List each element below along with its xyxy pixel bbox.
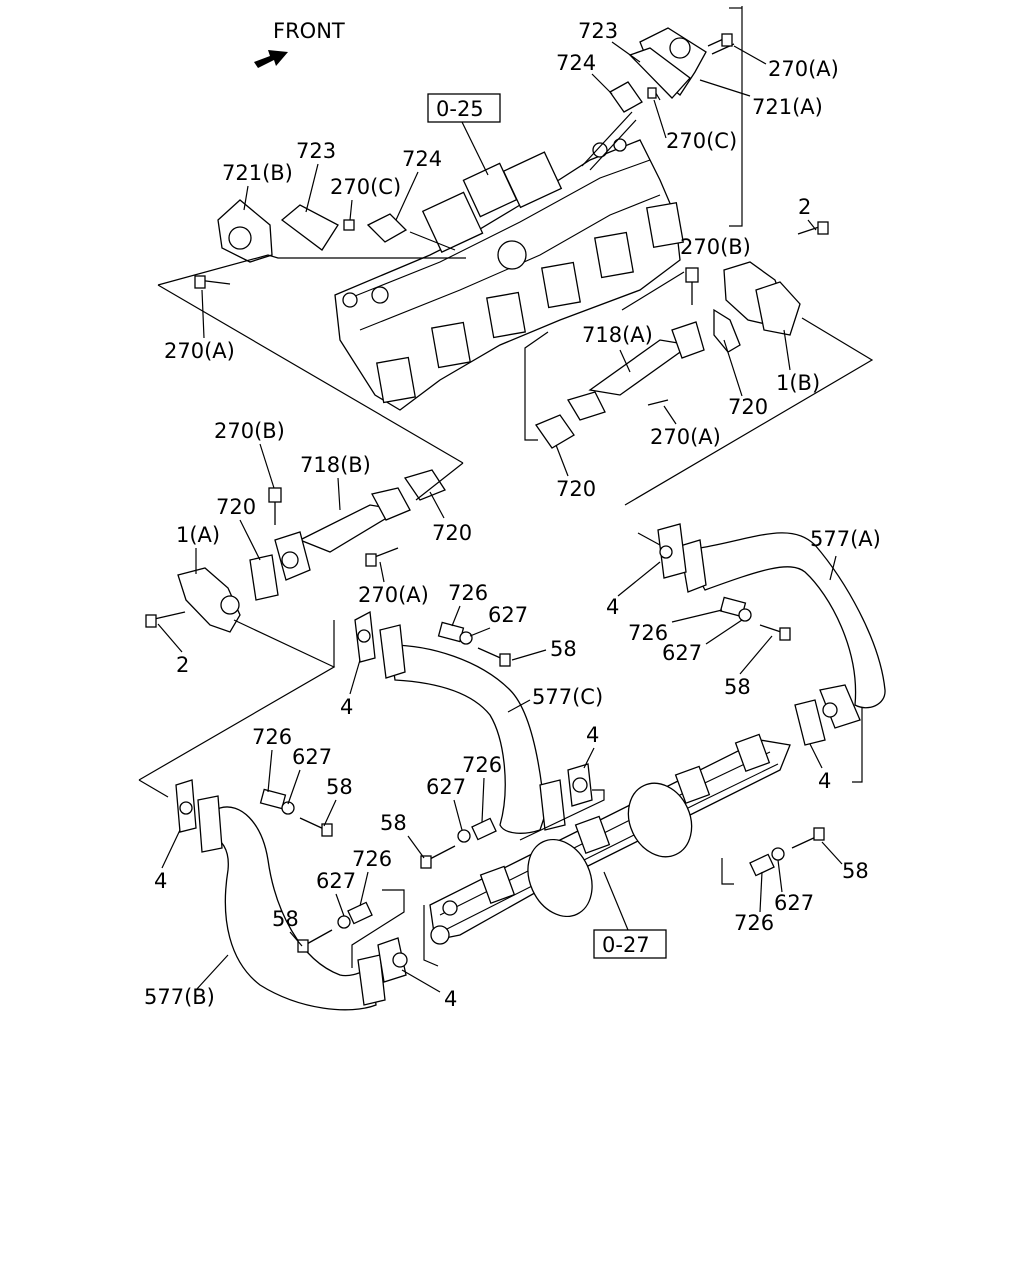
ref-box-manifold bbox=[427, 93, 501, 123]
label-577B: 577(B) bbox=[144, 985, 215, 1009]
label-577C: 577(C) bbox=[532, 685, 603, 709]
pipe-577A bbox=[637, 523, 886, 783]
pipe-577C bbox=[333, 610, 605, 841]
label-58-center: 58 bbox=[380, 811, 407, 835]
label-627-left: 627 bbox=[292, 745, 332, 769]
egr-cooler-a bbox=[524, 221, 874, 506]
label-723-left: 723 bbox=[296, 139, 336, 163]
label-627-center-top: 627 bbox=[488, 603, 528, 627]
label-627-lower: 627 bbox=[316, 869, 356, 893]
label-726-center-top: 726 bbox=[448, 581, 488, 605]
pipe-577B bbox=[138, 779, 408, 1011]
egr-cooler-b bbox=[138, 462, 464, 781]
label-270A-mid: 270(A) bbox=[358, 583, 429, 607]
label-720-lower: 720 bbox=[556, 477, 596, 501]
label-4-left: 4 bbox=[154, 869, 167, 893]
label-58-lower: 58 bbox=[272, 907, 299, 931]
label-270B-left: 270(B) bbox=[214, 419, 285, 443]
ref-manifold: 0-25 bbox=[436, 97, 484, 121]
ref-box-exhaust bbox=[593, 929, 667, 959]
label-721A: 721(A) bbox=[752, 95, 823, 119]
label-720-right: 720 bbox=[728, 395, 768, 419]
label-577A: 577(A) bbox=[810, 527, 881, 551]
label-1B: 1(B) bbox=[776, 371, 820, 395]
front-label: FRONT bbox=[273, 19, 345, 43]
label-726-lower: 726 bbox=[352, 847, 392, 871]
label-4-lower: 4 bbox=[444, 987, 457, 1011]
egr-cover-b bbox=[157, 199, 466, 464]
label-270A-right: 270(A) bbox=[650, 425, 721, 449]
label-724-top: 724 bbox=[556, 51, 596, 75]
label-720-left: 720 bbox=[216, 495, 256, 519]
label-270A-top: 270(A) bbox=[768, 57, 839, 81]
front-indicator: FRONT bbox=[254, 19, 345, 68]
exhaust-manifold: 0-27 bbox=[423, 733, 791, 967]
label-58-right-top: 58 bbox=[724, 675, 751, 699]
label-726-right-top: 726 bbox=[628, 621, 668, 645]
label-721B: 721(B) bbox=[222, 161, 293, 185]
label-4-right-mid: 4 bbox=[818, 769, 831, 793]
label-58-left: 58 bbox=[326, 775, 353, 799]
label-58-right-low: 58 bbox=[842, 859, 869, 883]
intake-manifold: 0-25 bbox=[334, 93, 684, 411]
label-724-left: 724 bbox=[402, 147, 442, 171]
label-2-right: 2 bbox=[798, 195, 811, 219]
label-4-right-top: 4 bbox=[606, 595, 619, 619]
front-arrow-icon bbox=[254, 50, 288, 68]
label-4-center-right: 4 bbox=[586, 723, 599, 747]
label-627-center: 627 bbox=[426, 775, 466, 799]
label-627-right-top: 627 bbox=[662, 641, 702, 665]
label-726-center: 726 bbox=[462, 753, 502, 777]
label-1A: 1(A) bbox=[176, 523, 220, 547]
label-726-left: 726 bbox=[252, 725, 292, 749]
label-270A-left: 270(A) bbox=[164, 339, 235, 363]
label-270B-right: 270(B) bbox=[680, 235, 751, 259]
label-2-left: 2 bbox=[176, 653, 189, 677]
label-627-right-low: 627 bbox=[774, 891, 814, 915]
label-4-center-top: 4 bbox=[340, 695, 353, 719]
label-720-mid: 720 bbox=[432, 521, 472, 545]
ref-exhaust: 0-27 bbox=[602, 933, 650, 957]
label-726-right-low: 726 bbox=[734, 911, 774, 935]
egr-cover-a bbox=[581, 6, 743, 227]
label-270C-top: 270(C) bbox=[666, 129, 737, 153]
label-270C-left: 270(C) bbox=[330, 175, 401, 199]
label-718B: 718(B) bbox=[300, 453, 371, 477]
label-718A: 718(A) bbox=[582, 323, 653, 347]
label-723-top: 723 bbox=[578, 19, 618, 43]
label-58-center-top: 58 bbox=[550, 637, 577, 661]
